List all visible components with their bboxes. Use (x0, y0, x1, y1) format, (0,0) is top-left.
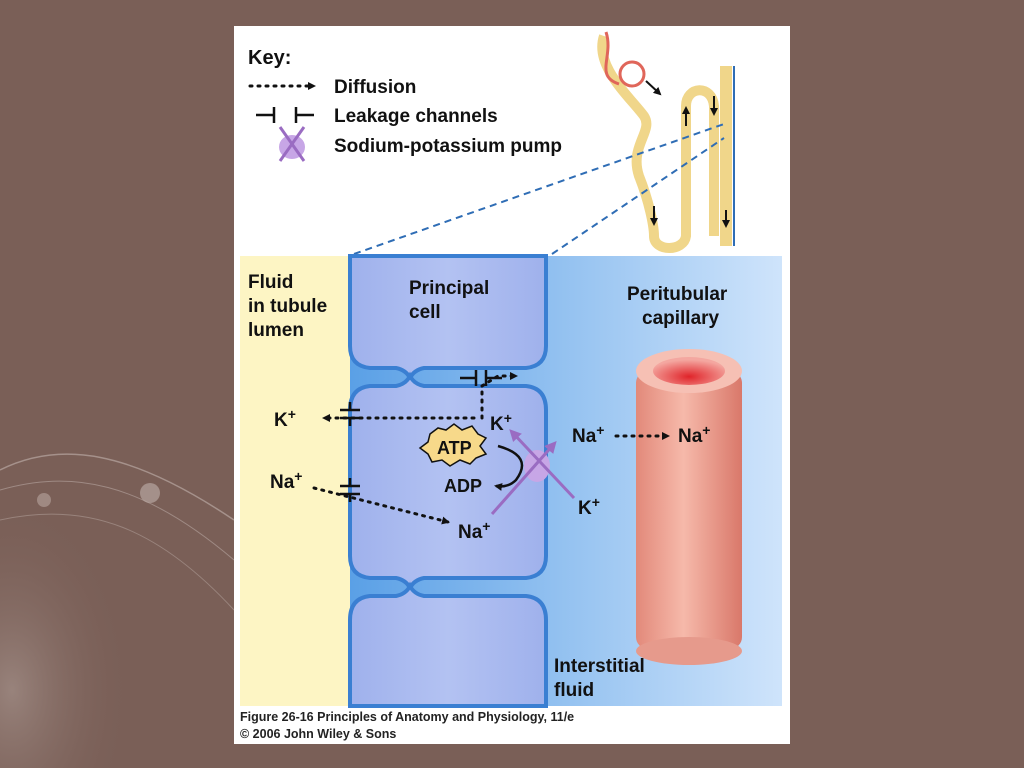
na-cell-label: Na+ (458, 518, 490, 543)
lumen-label-line3: lumen (248, 320, 304, 341)
atp-label: ATP (437, 438, 472, 458)
capillary-label-line2: capillary (642, 308, 720, 329)
cell-label-line1: Principal (409, 278, 489, 299)
principal-cell-top (348, 254, 548, 383)
na-interstitial-label: Na+ (572, 422, 604, 447)
atp-starburst (418, 423, 488, 467)
diffusion-paths (312, 372, 670, 525)
na-capillary-label: Na+ (678, 422, 710, 447)
peritubular-capillary (636, 349, 742, 665)
key-leakage-label: Leakage channels (334, 106, 498, 127)
leakage-channels (340, 370, 502, 502)
na-lumen-label: Na+ (270, 468, 302, 493)
atp-adp-arrow (494, 444, 524, 491)
lumen-label-line2: in tubule (248, 296, 327, 317)
key-title: Key: (248, 47, 291, 69)
k-cell-label: K+ (490, 410, 512, 435)
lumen-label-line1: Fluid (248, 272, 293, 293)
interstitial-label-line2: fluid (554, 680, 594, 701)
pump-key-icon (278, 126, 306, 162)
leakage-channel-key-icon (256, 107, 314, 123)
principal-cell-bottom (348, 581, 548, 708)
cell-label-line2: cell (409, 302, 441, 323)
principal-cell-main (348, 371, 548, 593)
caption-line2: © 2006 John Wiley & Sons (240, 727, 397, 741)
nephron-diagram: Key: Diffusion Leakage channels Sodium-p… (240, 31, 782, 708)
caption-line1: Figure 26-16 Principles of Anatomy and P… (240, 710, 575, 724)
tubule-lumen-region (240, 256, 350, 706)
k-lumen-label: K+ (274, 406, 296, 431)
capillary-label-line1: Peritubular (627, 284, 728, 305)
interstitial-label-line1: Interstitial (554, 656, 645, 677)
key-pump-label: Sodium-potassium pump (334, 136, 562, 157)
nephron-inset (353, 31, 735, 255)
adp-label: ADP (444, 476, 482, 496)
figure-caption: Figure 26-16 Principles of Anatomy and P… (240, 709, 574, 743)
k-interstitial-label: K+ (578, 494, 600, 519)
figure-panel: Key: Diffusion Leakage channels Sodium-p… (234, 26, 790, 744)
key-diffusion-label: Diffusion (334, 77, 416, 98)
sodium-potassium-pump (490, 429, 576, 515)
